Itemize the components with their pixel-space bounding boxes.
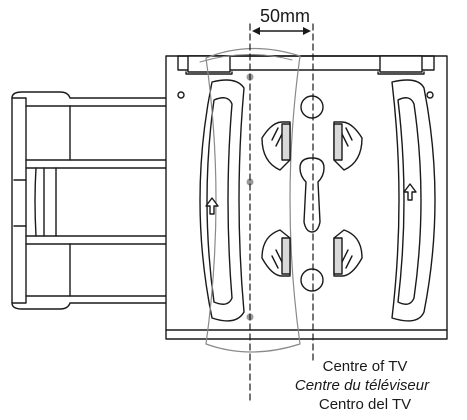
up-arrow-icon bbox=[403, 183, 417, 201]
locking-clips bbox=[261, 121, 363, 277]
tv-bracket-outline bbox=[199, 47, 301, 353]
dimension-arrow bbox=[252, 27, 311, 35]
center-lines bbox=[249, 23, 314, 403]
caption-spanish: Centro del TV bbox=[318, 396, 412, 413]
caption-english: Centre of TV bbox=[322, 358, 408, 375]
caption-french: Centre du téléviseur bbox=[294, 377, 430, 394]
up-arrow-icon bbox=[205, 197, 219, 215]
keyhole-slots bbox=[299, 95, 325, 292]
mount-arm bbox=[11, 91, 167, 310]
right-curved-slot bbox=[391, 79, 436, 322]
dimension-label: 50mm bbox=[259, 6, 310, 26]
left-curved-slot bbox=[199, 79, 245, 322]
